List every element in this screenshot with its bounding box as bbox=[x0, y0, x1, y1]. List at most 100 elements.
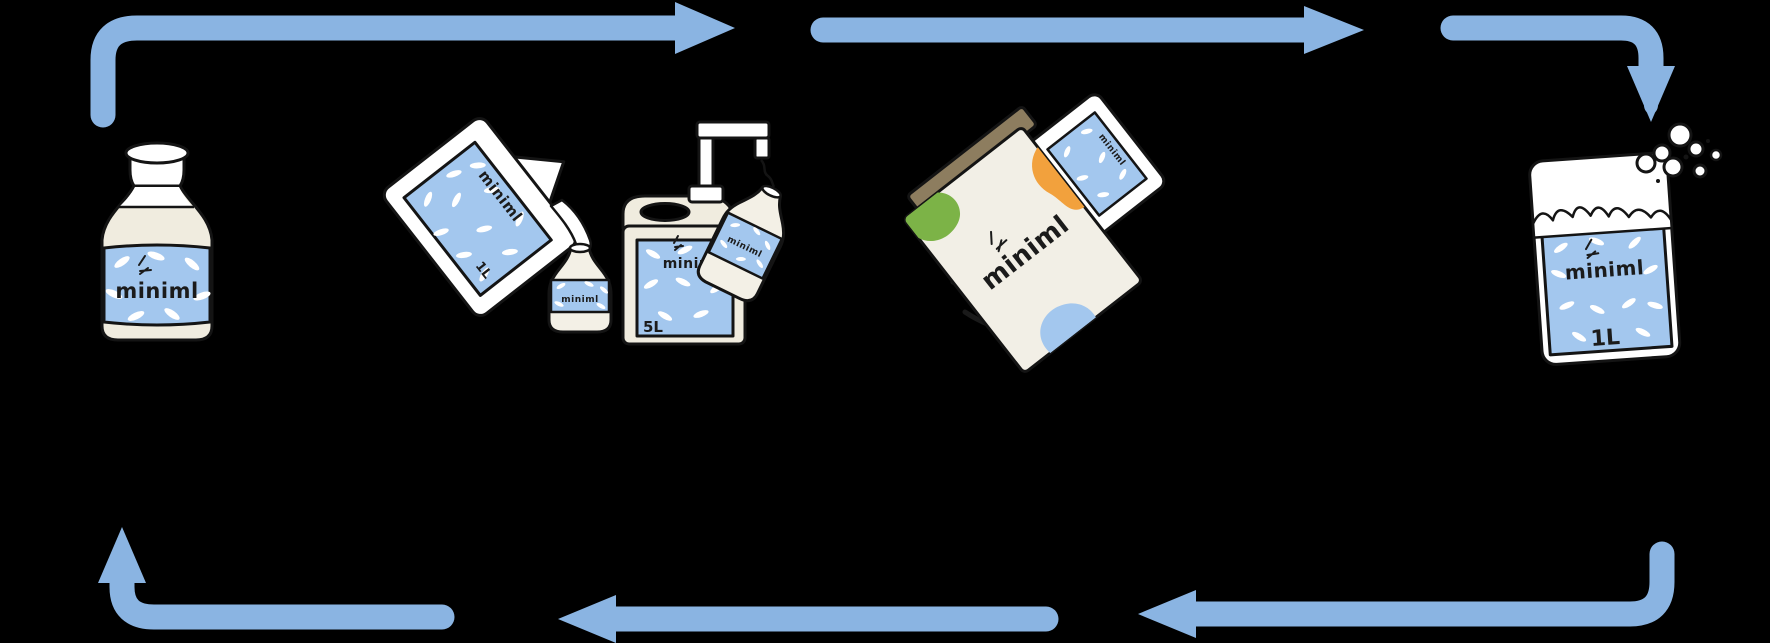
leaf-icon bbox=[423, 191, 433, 207]
leaf-icon bbox=[1628, 236, 1641, 249]
leaf-icon bbox=[556, 282, 566, 290]
leaf-icon bbox=[164, 308, 180, 320]
leaf-icon bbox=[127, 311, 145, 321]
arrow-shaft bbox=[1440, 15, 1664, 81]
corner-blob-orange bbox=[1032, 147, 1085, 210]
leaf-icon bbox=[764, 240, 771, 251]
leaf-icon bbox=[645, 249, 661, 259]
arrow-shaft bbox=[1181, 541, 1675, 627]
leaf-icon bbox=[1551, 270, 1567, 279]
bottle-opening bbox=[124, 141, 190, 165]
leaf-icon bbox=[479, 267, 490, 282]
arrow-head bbox=[1627, 66, 1675, 122]
bubble bbox=[1687, 140, 1705, 158]
leaf-icon bbox=[501, 248, 518, 256]
bubble bbox=[1692, 163, 1708, 179]
pump-stream bbox=[760, 159, 776, 188]
bubbles-icon bbox=[1635, 122, 1723, 183]
leaf-icon bbox=[554, 301, 564, 307]
illustration-refill-containers: miniml 1L miniml bbox=[382, 117, 786, 346]
bubble bbox=[1709, 148, 1723, 162]
leaf-icon bbox=[105, 289, 123, 299]
leaf-icon bbox=[1588, 237, 1605, 246]
leaf-icon bbox=[515, 211, 524, 227]
leaf-icon bbox=[1635, 327, 1651, 337]
bubble bbox=[1635, 152, 1657, 174]
droplet-icon bbox=[1644, 96, 1658, 114]
pump-spout bbox=[753, 136, 771, 160]
leaf-icon bbox=[599, 286, 609, 294]
pump-tube bbox=[697, 136, 715, 188]
arrow-head bbox=[98, 527, 146, 583]
volume-label: 1L bbox=[1590, 325, 1621, 352]
leaf-icon bbox=[1643, 264, 1658, 275]
leaf-icon bbox=[1589, 305, 1605, 314]
leaf-icon bbox=[1097, 192, 1110, 198]
leaf-icon bbox=[1559, 301, 1575, 310]
leaf-icon bbox=[1554, 242, 1568, 253]
leaf-icon bbox=[469, 162, 486, 169]
arrow-head bbox=[1304, 6, 1364, 54]
illustration-letterbox-mailer: miniml miniml bbox=[903, 93, 1166, 373]
corner-blob-blue bbox=[1040, 303, 1096, 354]
logo-sprig-icon bbox=[990, 230, 1008, 253]
bottle-label bbox=[707, 211, 784, 280]
bubble-dot bbox=[1683, 154, 1689, 160]
flow-arrow-top-right-icon bbox=[1440, 15, 1675, 122]
bottle-opening bbox=[761, 184, 782, 199]
pouch-label bbox=[402, 140, 553, 297]
leaf-icon bbox=[720, 239, 728, 249]
leaf-icon bbox=[677, 245, 693, 255]
bubble bbox=[1667, 122, 1693, 148]
flow-arrow-top-middle-icon bbox=[810, 6, 1364, 54]
bottle-label bbox=[102, 243, 212, 327]
small-bottle: miniml bbox=[547, 242, 613, 334]
refilled-bottle: miniml bbox=[696, 184, 786, 303]
leaf-icon bbox=[596, 302, 606, 310]
brand-logo-text: miniml bbox=[561, 295, 598, 305]
bubble-dot bbox=[1706, 139, 1710, 143]
arrow-head bbox=[558, 595, 616, 643]
leaf-icon bbox=[193, 291, 211, 301]
leaf-icon bbox=[693, 310, 709, 318]
jug-handle-hole bbox=[639, 202, 691, 222]
logo-sprig-icon bbox=[138, 255, 152, 275]
leaf-icon bbox=[584, 281, 594, 287]
leaf-icon bbox=[483, 186, 500, 194]
flow-arrow-bottom-middle-icon bbox=[558, 595, 1059, 643]
pump-collar bbox=[687, 184, 725, 204]
leaf-icon bbox=[147, 251, 165, 261]
flow-arrow-bottom-right-icon bbox=[1138, 541, 1675, 638]
arrow-shaft bbox=[90, 15, 690, 128]
leaf-icon bbox=[756, 259, 763, 269]
bottle-opening bbox=[568, 242, 592, 254]
leaf-icon bbox=[1098, 151, 1106, 164]
leaf-icon bbox=[643, 279, 659, 289]
leaf-icon bbox=[456, 251, 472, 259]
envelope-front: miniml bbox=[903, 127, 1142, 373]
bubble-dot bbox=[1656, 179, 1660, 183]
flow-arrow-top-left-icon bbox=[90, 2, 735, 128]
logo-sprig-icon bbox=[673, 235, 684, 251]
envelope-decoration bbox=[903, 147, 1096, 354]
leaf-icon bbox=[753, 227, 761, 236]
leaf-icon bbox=[1119, 168, 1127, 180]
leaf-icon bbox=[1076, 175, 1089, 181]
logo-sprig-icon bbox=[1584, 238, 1600, 259]
foam-pouch: miniml 1L bbox=[1528, 151, 1682, 366]
volume-label: 5L bbox=[643, 318, 663, 336]
leaf-icon bbox=[730, 223, 741, 228]
arrow-shaft bbox=[109, 568, 455, 630]
mailed-pouch: miniml bbox=[1028, 93, 1166, 235]
arrow-head bbox=[675, 2, 735, 54]
illustration-glass-bottle: miniml bbox=[100, 141, 214, 342]
leaf-icon bbox=[1572, 331, 1587, 342]
leaf-icon bbox=[451, 192, 461, 208]
illustration-rinsed-pouch: miniml 1L bbox=[1528, 96, 1723, 366]
corner-blob-green bbox=[903, 192, 961, 241]
refill-pouch: miniml 1L bbox=[382, 117, 578, 317]
bottle-shoulder bbox=[119, 187, 193, 207]
brand-logo-text: miniml bbox=[115, 279, 198, 303]
leaf-icon bbox=[1063, 146, 1071, 158]
